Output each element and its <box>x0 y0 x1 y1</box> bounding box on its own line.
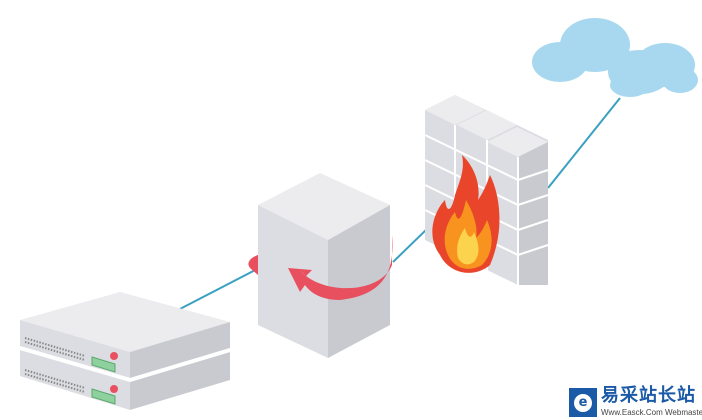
logo-subtitle: Www.Easck.Com Webmaster <box>601 408 702 417</box>
watermark-logo: e 易采站长站 Www.Easck.Com Webmaster <box>567 386 702 420</box>
server-box-icon <box>248 173 393 358</box>
logo-mark-letter: e <box>574 393 592 412</box>
logo-mark-icon: e <box>569 388 597 417</box>
cloud-icon <box>532 18 698 97</box>
logo-title: 易采站长站 <box>601 385 696 406</box>
connection-lines <box>177 97 621 311</box>
link-firewall-to-cloud <box>547 97 621 189</box>
fire-icon <box>432 155 500 273</box>
firewall-icon <box>424 95 549 285</box>
rack-server-icon <box>20 292 230 410</box>
rotate-arrow-icon <box>288 235 393 300</box>
